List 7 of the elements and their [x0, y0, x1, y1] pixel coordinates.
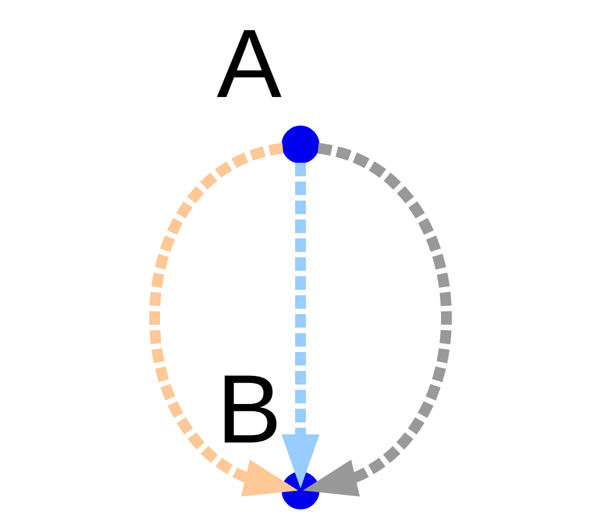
node-circle	[282, 126, 320, 164]
node-circle	[282, 472, 320, 510]
node-label: B	[216, 354, 282, 464]
arrow	[302, 143, 452, 497]
arrow	[150, 143, 298, 497]
arrow	[282, 162, 320, 489]
node-label: A	[216, 8, 282, 118]
